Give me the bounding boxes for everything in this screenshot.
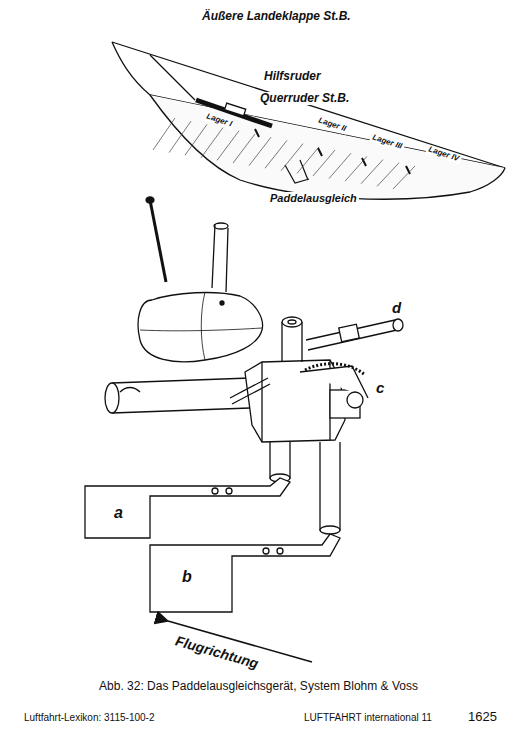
hatch-line <box>297 147 319 174</box>
part-label: Hilfsruder <box>262 70 323 83</box>
page-number: 1625 <box>466 710 499 724</box>
mechanism-drawing <box>85 317 403 662</box>
hatch-line <box>153 118 175 150</box>
hatch-line <box>281 144 303 171</box>
hatch-line <box>233 134 255 163</box>
hatch-line <box>329 153 351 178</box>
hatch-line <box>393 166 415 189</box>
hatching <box>153 118 415 189</box>
direction-label: Flugrichtung <box>172 633 262 672</box>
wing-drawing <box>112 42 505 362</box>
hatch-line <box>313 150 335 176</box>
callout-letter: d <box>390 300 403 317</box>
hatch-line <box>217 131 239 161</box>
part-label: Paddelausgleich <box>268 192 359 204</box>
part-label: Äußere Landeklappe St.B. <box>200 10 353 23</box>
part-label: Querruder St.B. <box>258 92 351 105</box>
hatch-line <box>265 140 287 168</box>
callout-letter: a <box>112 504 125 522</box>
footer-text: Luftfahrt-Lexikon: 3115-100-2 <box>22 712 156 723</box>
hatch-line <box>345 156 367 181</box>
callout-letter: b <box>180 568 194 586</box>
figure-caption: Abb. 32: Das Paddelausgleichsgerät, Syst… <box>97 680 420 693</box>
hatch-line <box>377 163 399 187</box>
hatch-line <box>361 160 383 184</box>
callout-letter: c <box>374 380 386 397</box>
footer-text: LUFTFAHRT international 11 <box>302 712 434 723</box>
hatch-line <box>249 137 271 165</box>
hatch-line <box>169 121 191 152</box>
hatch-line <box>201 128 223 158</box>
hatch-line <box>185 124 207 155</box>
